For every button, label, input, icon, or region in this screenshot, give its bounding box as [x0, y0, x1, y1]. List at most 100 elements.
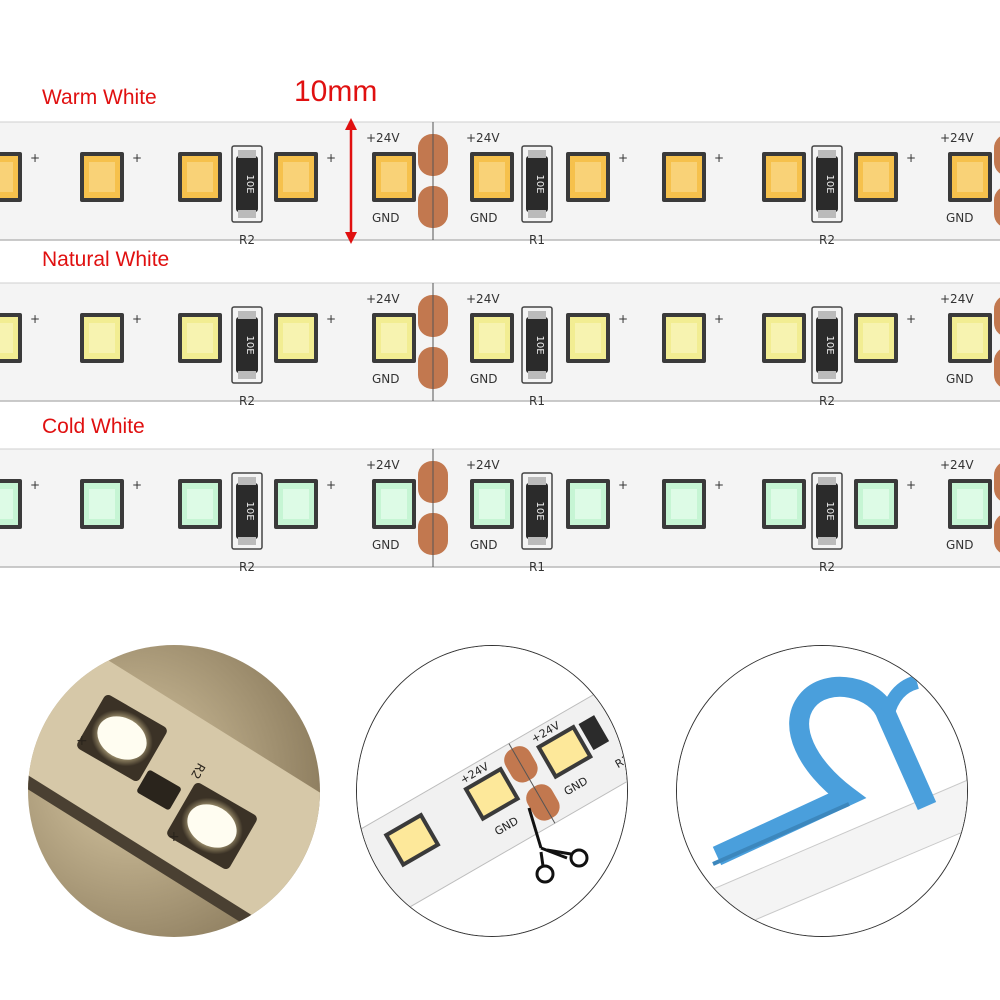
resistor-label: R2 [239, 233, 255, 247]
resistor-code: 10E [244, 174, 255, 193]
resistor-cap [818, 537, 836, 545]
plus-24v-label: +24V [466, 292, 500, 306]
resistor-outline [521, 145, 553, 223]
led-core [89, 162, 115, 192]
copper-pad [994, 297, 1000, 335]
led-core [957, 323, 983, 353]
led-core [771, 489, 797, 519]
led-core [575, 489, 601, 519]
plus-mark: + [714, 478, 724, 492]
led-core [187, 162, 213, 192]
resistor-label: R1 [529, 394, 545, 408]
gnd-label: GND [470, 372, 498, 386]
led-core [957, 162, 983, 192]
plus-24v-label: +24V [366, 458, 400, 472]
plus-mark: + [30, 151, 40, 165]
gnd-label: GND [372, 211, 400, 225]
plus-24v-label: +24V [466, 458, 500, 472]
cold-white-strip: ++10ER2++24VGND+24VGND10ER1++10ER2++24VG… [0, 448, 1000, 574]
copper-pad [994, 136, 1000, 174]
plus-mark: + [132, 478, 142, 492]
plus-mark: + [906, 312, 916, 326]
natural-white-strip: ++10ER2++24VGND+24VGND10ER1++10ER2++24VG… [0, 282, 1000, 408]
plus-24v-label: +24V [940, 458, 974, 472]
copper-pad [994, 515, 1000, 553]
resistor-cap [528, 150, 546, 158]
led-core [863, 162, 889, 192]
svg-text:R2: R2 [188, 761, 208, 782]
led-core [381, 162, 407, 192]
cut-point-closeup: +24V +24V GND GND R1 [356, 645, 628, 937]
led-core [283, 162, 309, 192]
led-core [283, 489, 309, 519]
natural-white-label: Natural White [42, 248, 170, 271]
plus-mark: + [714, 312, 724, 326]
led-core [771, 162, 797, 192]
resistor-body [236, 317, 258, 373]
resistor-body [816, 317, 838, 373]
resistor-cap [528, 477, 546, 485]
svg-text:+: + [168, 829, 180, 845]
led-core [479, 323, 505, 353]
led-core [671, 323, 697, 353]
resistor-outline [521, 306, 553, 384]
cold-white-label: Cold White [42, 415, 145, 438]
led-core [89, 323, 115, 353]
strip-width-label: 10mm [294, 75, 378, 108]
resistor-body [526, 317, 548, 373]
resistor-code: 10E [534, 174, 545, 193]
resistor-cap [238, 371, 256, 379]
resistor-outline [811, 306, 843, 384]
resistor-body [236, 156, 258, 212]
plus-mark: + [714, 151, 724, 165]
resistor-outline [231, 306, 263, 384]
width-arrow-icon [345, 118, 357, 244]
warm-white-label: Warm White [42, 86, 157, 109]
resistor-body [526, 483, 548, 539]
copper-pad [994, 463, 1000, 501]
resistor-code: 10E [244, 335, 255, 354]
plus-24v-label: +24V [940, 131, 974, 145]
plus-mark: + [326, 478, 336, 492]
resistor-body [236, 483, 258, 539]
resistor-code: 10E [824, 174, 835, 193]
led-core [381, 323, 407, 353]
gnd-label: GND [470, 538, 498, 552]
adhesive-backing-closeup [676, 645, 968, 937]
warm-white-strip: ++10ER2++24VGND+24VGND10ER1++10ER2++24VG… [0, 121, 1000, 247]
resistor-body [526, 156, 548, 212]
scissors-icon [527, 807, 589, 884]
led-core [671, 162, 697, 192]
gnd-label: GND [372, 372, 400, 386]
plus-mark: + [30, 478, 40, 492]
copper-pad [994, 188, 1000, 226]
plus-mark: + [132, 151, 142, 165]
resistor-code: 10E [824, 335, 835, 354]
resistor-cap [528, 311, 546, 319]
plus-24v-label: +24V [466, 131, 500, 145]
resistor-cap [528, 371, 546, 379]
resistor-label: R1 [529, 560, 545, 574]
led-core [187, 489, 213, 519]
plus-24v-label: +24V [940, 292, 974, 306]
led-core [575, 162, 601, 192]
resistor-code: 10E [244, 501, 255, 520]
resistor-label: R1 [529, 233, 545, 247]
resistor-code: 10E [534, 501, 545, 520]
led-core [671, 489, 697, 519]
resistor-cap [528, 210, 546, 218]
copper-pad [994, 349, 1000, 387]
gnd-label: GND [946, 538, 974, 552]
resistor-cap [818, 477, 836, 485]
led-core [89, 489, 115, 519]
resistor-cap [238, 210, 256, 218]
svg-text:+: + [76, 733, 88, 749]
led-core [381, 489, 407, 519]
plus-mark: + [618, 312, 628, 326]
plus-mark: + [618, 478, 628, 492]
resistor-label: R2 [819, 233, 835, 247]
resistor-label: R2 [819, 394, 835, 408]
resistor-cap [818, 371, 836, 379]
resistor-cap [238, 150, 256, 158]
